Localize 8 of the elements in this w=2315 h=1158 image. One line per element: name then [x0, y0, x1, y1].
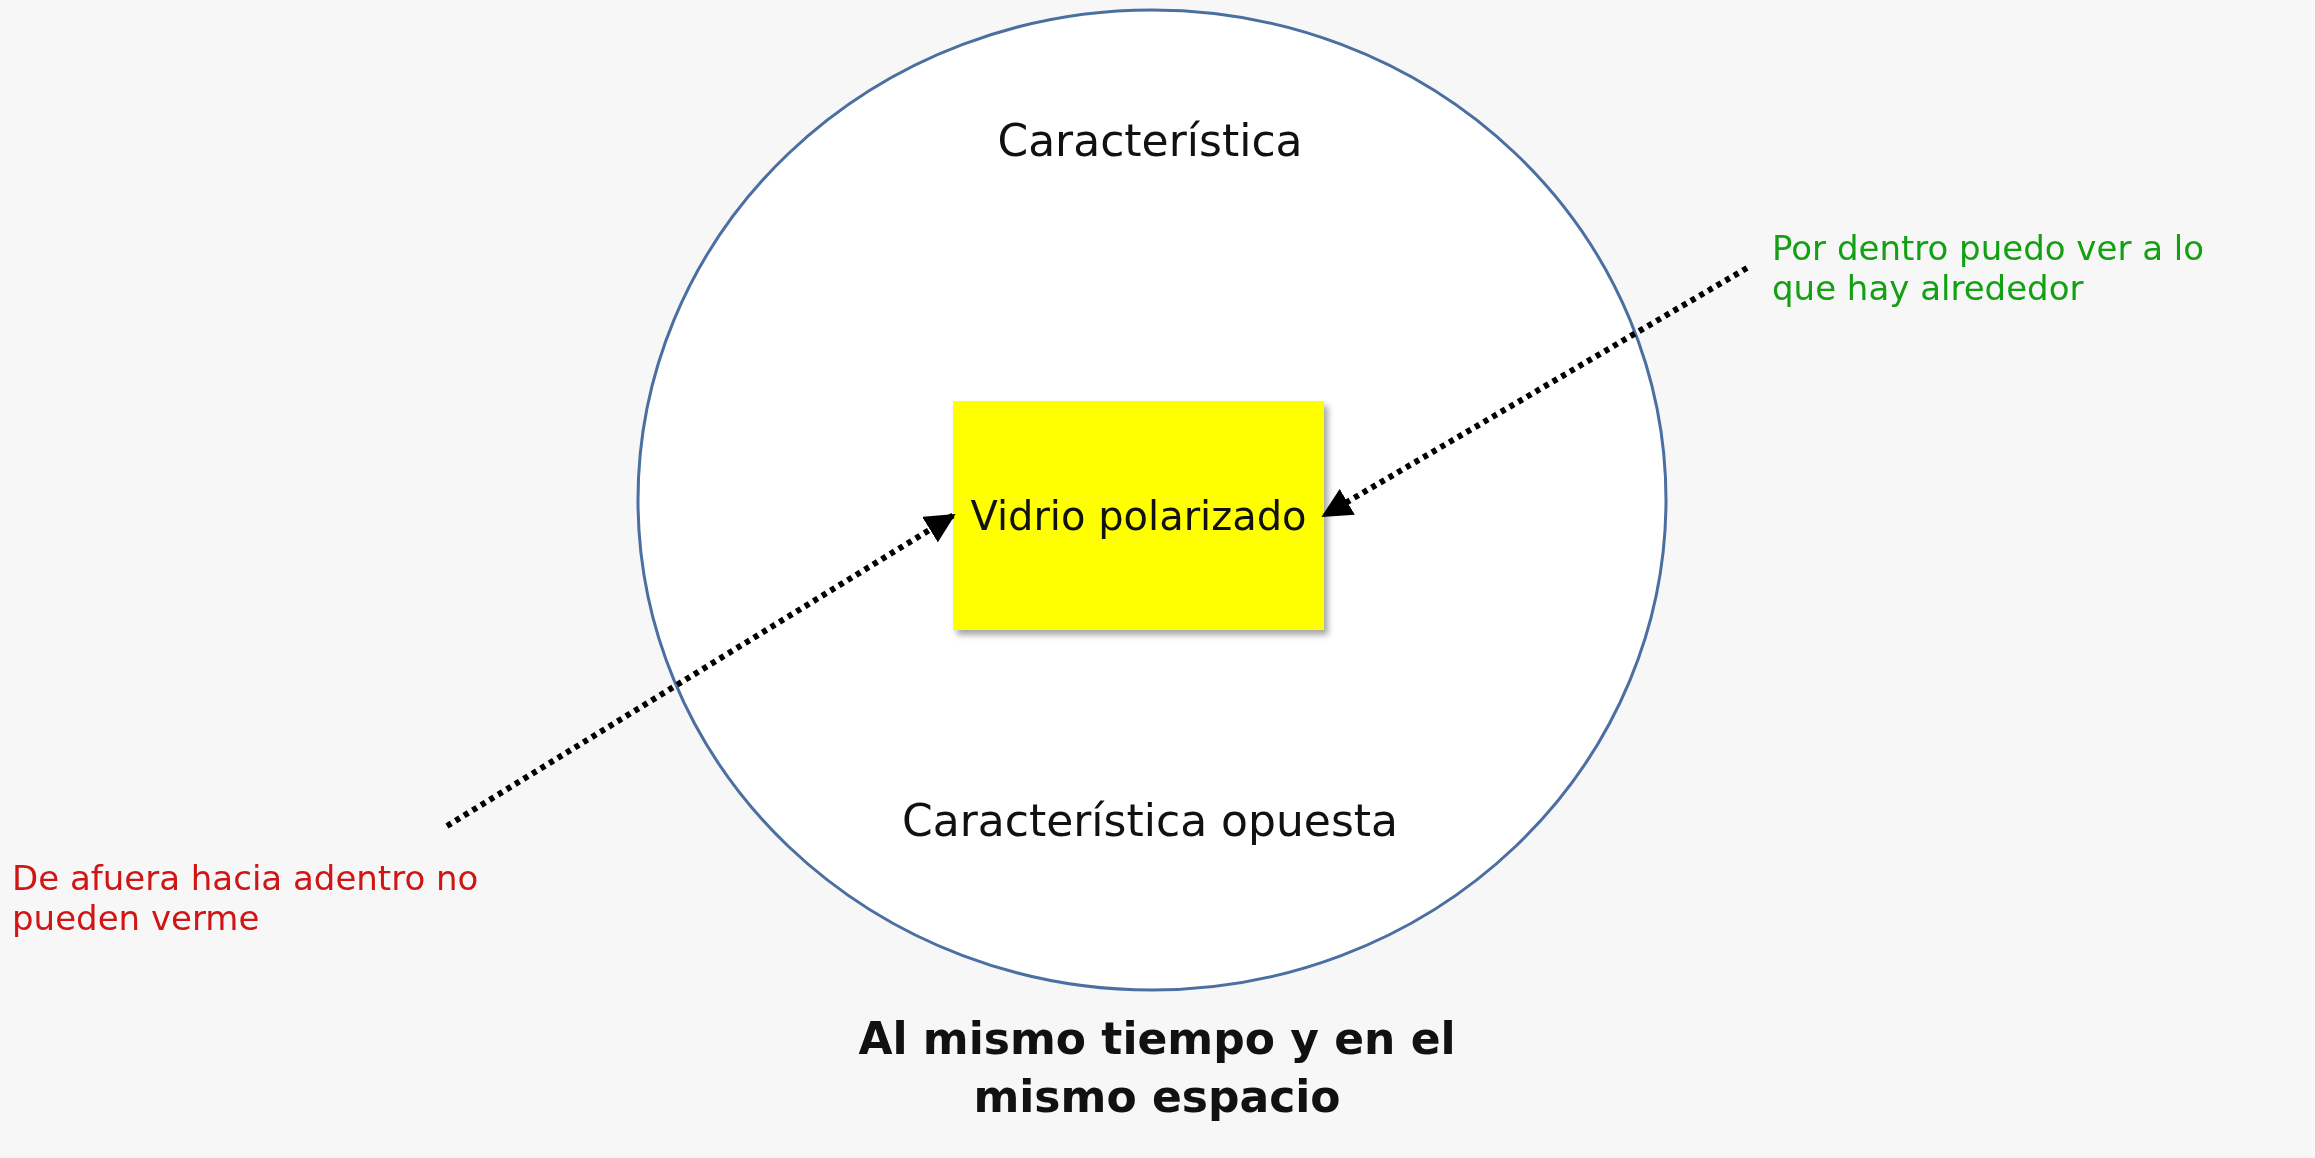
note-text: Por dentro puedo ver a lo que hay alrededor [1772, 228, 2252, 338]
dotted-arrow [445, 512, 956, 829]
note-text: De afuera hacia adentro no pueden verme [12, 858, 582, 968]
heading-text: Característica [900, 115, 1400, 185]
process-box: Vidrio polarizado [953, 401, 1324, 630]
dotted-arrow [1321, 265, 1749, 519]
caption-text: Al mismo tiempo y en el mismo espacio [857, 1012, 1457, 1124]
heading-text: Característica opuesta [880, 795, 1420, 925]
